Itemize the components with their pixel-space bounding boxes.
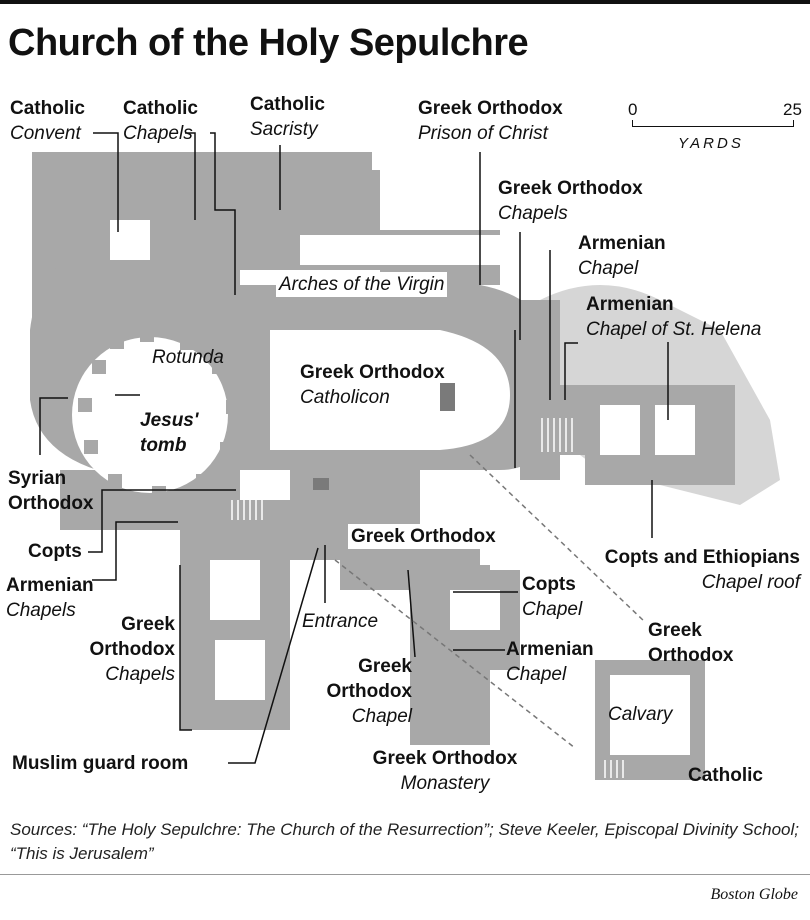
stone-mark (313, 478, 329, 490)
label-arches-of-the-virgin: Arches of the Virgin (276, 272, 448, 297)
label-copts-left: Copts (28, 541, 82, 562)
scale-bar: 0 25 YARDS (628, 100, 802, 160)
leader-lines (39, 132, 669, 764)
page-title: Church of the Holy Sepulchre (8, 22, 529, 64)
scale-tick-left (632, 120, 633, 127)
stairs (231, 418, 624, 778)
label-syrian-orthodox: Syrian Orthodox (8, 468, 94, 514)
scale-unit: YARDS (678, 135, 744, 152)
credit: Boston Globe (710, 886, 798, 903)
label-jesus-tomb: Jesus' tomb (140, 410, 199, 456)
scale-max: 25 (783, 100, 802, 119)
scale-tick-right (793, 120, 794, 127)
label-rotunda: Rotunda (152, 347, 224, 368)
label-greek-orthodox-right: Greek Orthodox (648, 620, 734, 666)
bottom-rule (0, 874, 810, 875)
label-muslim-guard-room: Muslim guard room (12, 753, 189, 774)
plan-interior (72, 220, 695, 755)
label-greek-orthodox-center: Greek Orthodox (348, 524, 499, 549)
scale-min: 0 (628, 100, 638, 119)
rotunda-pillars (78, 328, 240, 500)
top-rule (0, 0, 810, 4)
label-entrance: Entrance (302, 611, 379, 632)
altar-mark (440, 383, 455, 411)
label-calvary: Calvary (608, 704, 673, 725)
scale-line (632, 126, 794, 127)
label-catholic-bottom: Catholic (688, 765, 763, 786)
dashed-pointers (334, 454, 646, 749)
sources-note: Sources: “The Holy Sepulchre: The Church… (10, 820, 799, 863)
